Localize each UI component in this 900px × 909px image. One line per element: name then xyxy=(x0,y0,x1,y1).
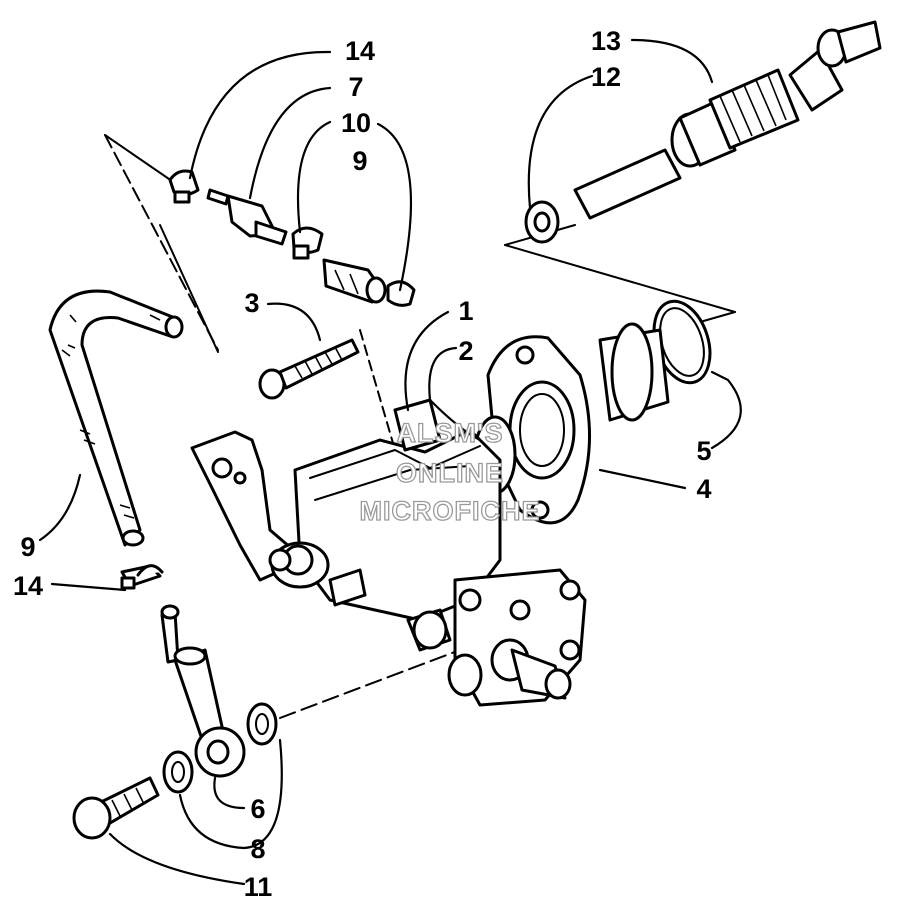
callout-1: 1 xyxy=(458,296,473,326)
callout-9-left: 9 xyxy=(20,532,35,562)
watermark-line-3: MICROFICHE xyxy=(360,496,541,526)
banjo-fitting xyxy=(72,604,278,840)
callout-3: 3 xyxy=(244,288,259,318)
callout-10: 10 xyxy=(341,108,371,138)
watermark: ALSM'S ONLINE MICROFICHE xyxy=(359,417,541,526)
pump-flange xyxy=(473,322,670,525)
drive-gear-shaft xyxy=(524,20,882,244)
callout-14-lower: 14 xyxy=(13,571,43,601)
callout-12: 12 xyxy=(591,62,621,92)
callout-13: 13 xyxy=(591,26,621,56)
reference-lines xyxy=(104,134,736,719)
hose-clamp-lower xyxy=(120,564,164,590)
watermark-line-2: ONLINE xyxy=(396,458,504,488)
o-ring-large xyxy=(652,299,712,385)
callout-labels: 14 7 10 9 13 12 3 1 2 5 4 9 14 6 8 11 xyxy=(13,26,712,902)
top-hose-assembly xyxy=(168,169,416,307)
callout-11: 11 xyxy=(244,872,273,902)
callout-5: 5 xyxy=(696,436,711,466)
leader-lines xyxy=(38,38,742,886)
callout-9-top: 9 xyxy=(352,146,367,176)
callout-14-top: 14 xyxy=(345,36,375,66)
callout-8: 8 xyxy=(250,834,265,864)
callout-4: 4 xyxy=(696,474,711,504)
callout-7: 7 xyxy=(348,72,363,102)
callout-2: 2 xyxy=(458,336,473,366)
callout-6: 6 xyxy=(250,794,265,824)
mounting-bolt xyxy=(258,338,360,400)
fuel-hose-left xyxy=(48,289,184,547)
oil-pump-body xyxy=(190,398,587,707)
watermark-line-1: ALSM'S xyxy=(397,418,504,448)
